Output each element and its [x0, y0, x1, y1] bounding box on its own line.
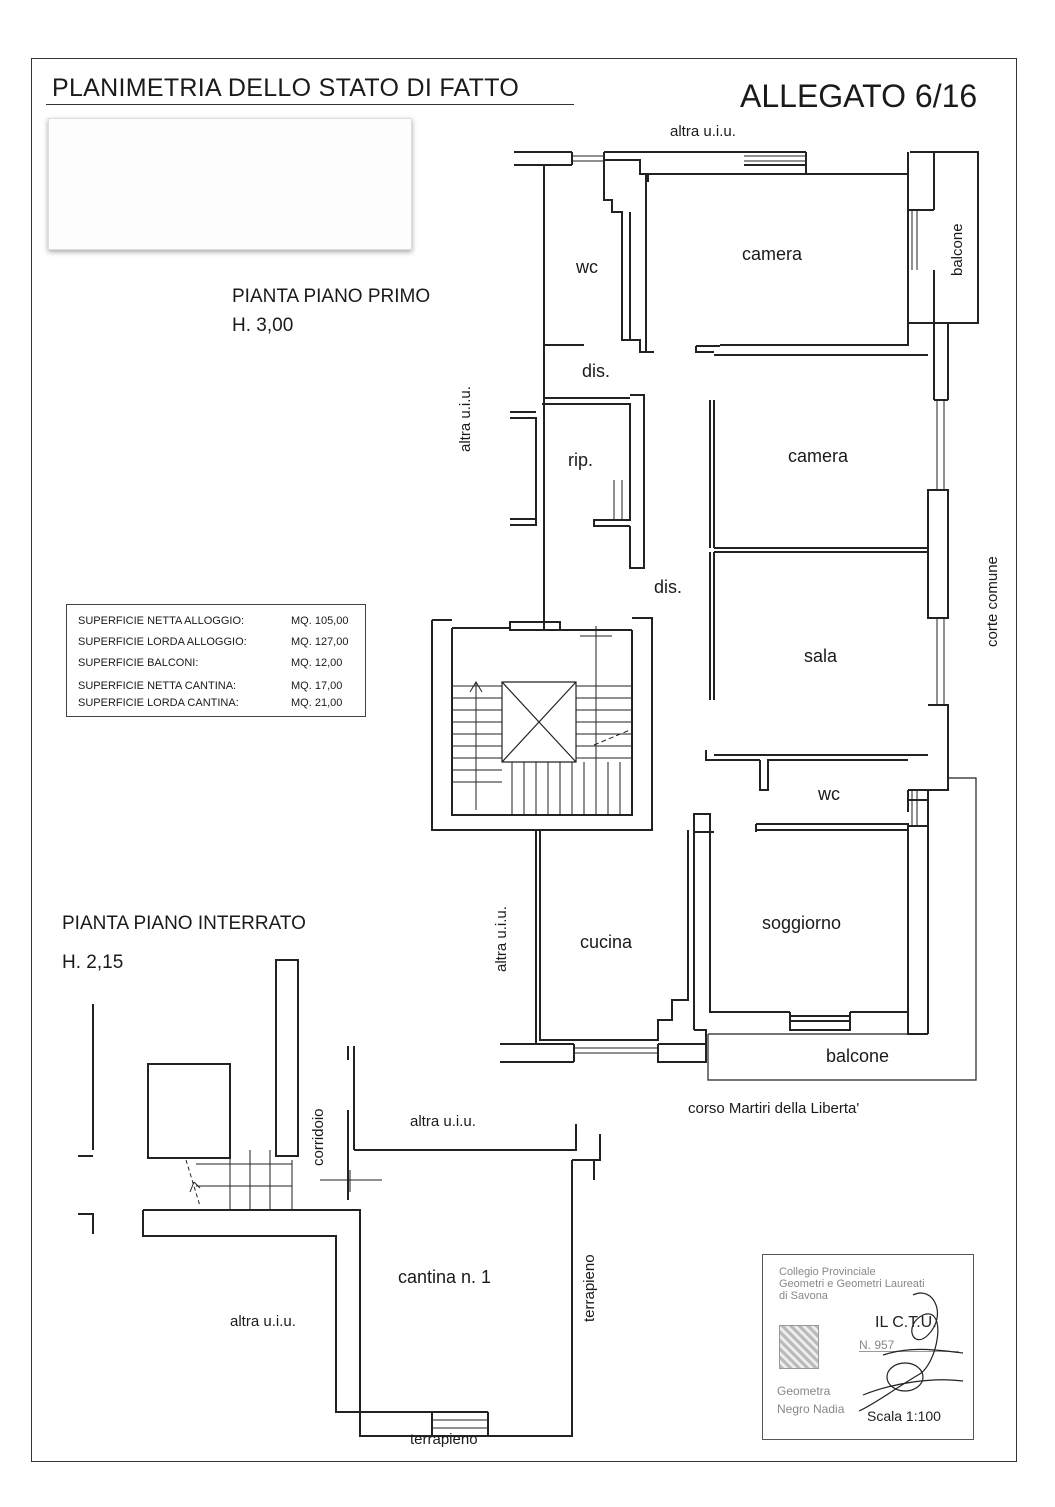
room-camera-1: camera: [742, 244, 803, 264]
room-wc-top: wc: [576, 257, 598, 277]
stamp-line: di Savona: [779, 1290, 828, 1302]
professional-stamp: Collegio Provinciale Geometri e Geometri…: [762, 1254, 974, 1440]
room-cucina: cucina: [580, 932, 633, 952]
surface-value: MQ. 17,00: [291, 680, 343, 692]
label-altra-uiu-left: altra u.i.u.: [457, 386, 474, 452]
label-street: corso Martiri della Liberta': [688, 1100, 860, 1117]
surface-label: SUPERFICIE NETTA ALLOGGIO:: [78, 615, 245, 627]
surface-value: MQ. 12,00: [291, 657, 343, 669]
stamp-number: N. 957: [859, 1339, 959, 1352]
room-cantina: cantina n. 1: [398, 1267, 492, 1287]
label-basement-altra-uiu-left: altra u.i.u.: [230, 1313, 296, 1330]
basement-title: PIANTA PIANO INTERRATO: [62, 913, 306, 934]
first-floor-height: H. 3,00: [232, 315, 294, 336]
surface-label: SUPERFICIE BALCONI:: [78, 657, 199, 669]
surface-value: MQ. 127,00: [291, 636, 349, 648]
surface-label: SUPERFICIE NETTA CANTINA:: [78, 680, 237, 692]
stamp-line: Geometri e Geometri Laureati: [779, 1278, 925, 1290]
label-balcone-bottom: balcone: [826, 1046, 890, 1066]
stamp-name: Negro Nadia: [777, 1402, 845, 1416]
label-terrapieno-right: terrapieno: [581, 1254, 598, 1322]
label-basement-altra-uiu-top: altra u.i.u.: [410, 1113, 476, 1130]
surface-value: MQ. 105,00: [291, 615, 349, 627]
scale-label: Scala 1:100: [867, 1408, 941, 1424]
label-terrapieno-bottom: terrapieno: [410, 1431, 478, 1448]
first-floor-title: PIANTA PIANO PRIMO: [232, 286, 431, 307]
surface-value: MQ. 21,00: [291, 697, 343, 709]
room-rip: rip.: [568, 450, 594, 470]
stamp-seal-icon: [779, 1325, 819, 1369]
room-soggiorno: soggiorno: [762, 913, 842, 933]
label-altra-uiu-top: altra u.i.u.: [670, 123, 736, 140]
room-wc-bottom: wc: [818, 784, 840, 804]
label-altra-uiu-left-lower: altra u.i.u.: [493, 906, 510, 972]
surface-label: SUPERFICIE LORDA ALLOGGIO:: [78, 636, 247, 648]
stamp-line: Collegio Provinciale: [779, 1266, 876, 1278]
label-corte-comune: corte comune: [984, 556, 1001, 647]
surface-label: SUPERFICIE LORDA CANTINA:: [78, 697, 239, 709]
label-balcone-right: balcone: [949, 223, 966, 276]
room-sala: sala: [804, 646, 838, 666]
surface-table: SUPERFICIE NETTA ALLOGGIO: MQ. 105,00 SU…: [66, 604, 366, 717]
room-dis-1: dis.: [582, 361, 611, 381]
drawing-frame: [31, 58, 1017, 1462]
stamp-ctu: IL C.T.U.: [875, 1314, 937, 1331]
room-camera-2: camera: [788, 446, 849, 466]
title-underline: [46, 104, 574, 105]
stamp-profession: Geometra: [777, 1384, 831, 1398]
redacted-box: [48, 118, 412, 250]
room-dis-2: dis.: [654, 577, 683, 597]
label-corridoio: corridoio: [310, 1108, 327, 1166]
basement-height: H. 2,15: [62, 952, 124, 973]
page-title: PLANIMETRIA DELLO STATO DI FATTO: [52, 74, 520, 102]
signature-icon: [858, 1292, 964, 1412]
annex-number: ALLEGATO 6/16: [740, 78, 978, 114]
